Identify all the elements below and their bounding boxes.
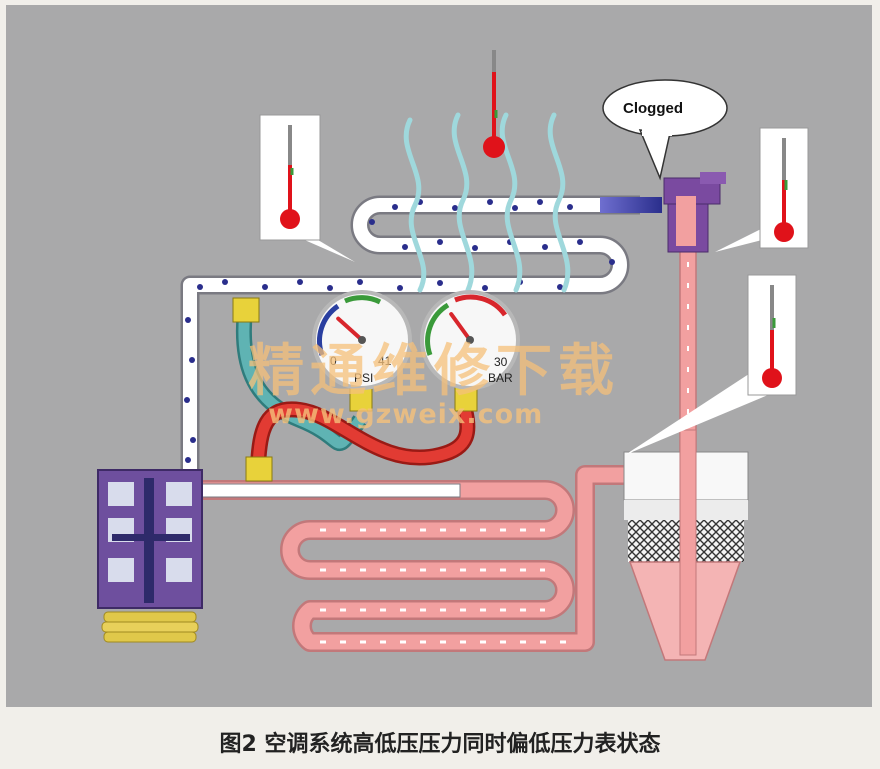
- high-gauge-unit: BAR: [488, 371, 513, 385]
- condenser-coil: [200, 465, 650, 652]
- heat-waves: [403, 112, 571, 293]
- thermometer-icon: [625, 274, 797, 455]
- high-pressure-gauge-icon: 30 BAR: [420, 290, 520, 390]
- valve-outlet-pipe: [600, 197, 662, 213]
- service-fittings: [232, 297, 478, 482]
- watermark-url: www.gzweix.com: [268, 399, 543, 430]
- thermometer-icon: [715, 127, 809, 252]
- low-gauge-scale-right: 41: [378, 354, 392, 368]
- low-gauge-scale-left: 0: [330, 354, 337, 368]
- thermometer-icon: [259, 114, 355, 262]
- refrigerant-dots: [184, 199, 615, 463]
- compressor-icon: [97, 469, 203, 643]
- clogged-callout: Clogged: [602, 79, 728, 181]
- low-pressure-gauge-icon: 0 41 PSI: [312, 290, 412, 390]
- clogged-label: Clogged: [623, 100, 683, 117]
- gauge-hoses: [235, 309, 476, 466]
- high-gauge-scale-right: 30: [494, 355, 508, 369]
- expansion-valve-icon: [663, 172, 726, 253]
- figure-caption: 图2 空调系统高低压压力同时偏低压力表状态: [219, 732, 661, 757]
- evaporator-coil: [180, 195, 640, 475]
- compressor-discharge-line: [199, 483, 461, 498]
- low-gauge-unit: PSI: [354, 371, 373, 385]
- thermometer-icon: [483, 50, 505, 158]
- watermark-cn: 精通维修下载: [248, 339, 620, 404]
- receiver-drier-icon: [623, 429, 749, 661]
